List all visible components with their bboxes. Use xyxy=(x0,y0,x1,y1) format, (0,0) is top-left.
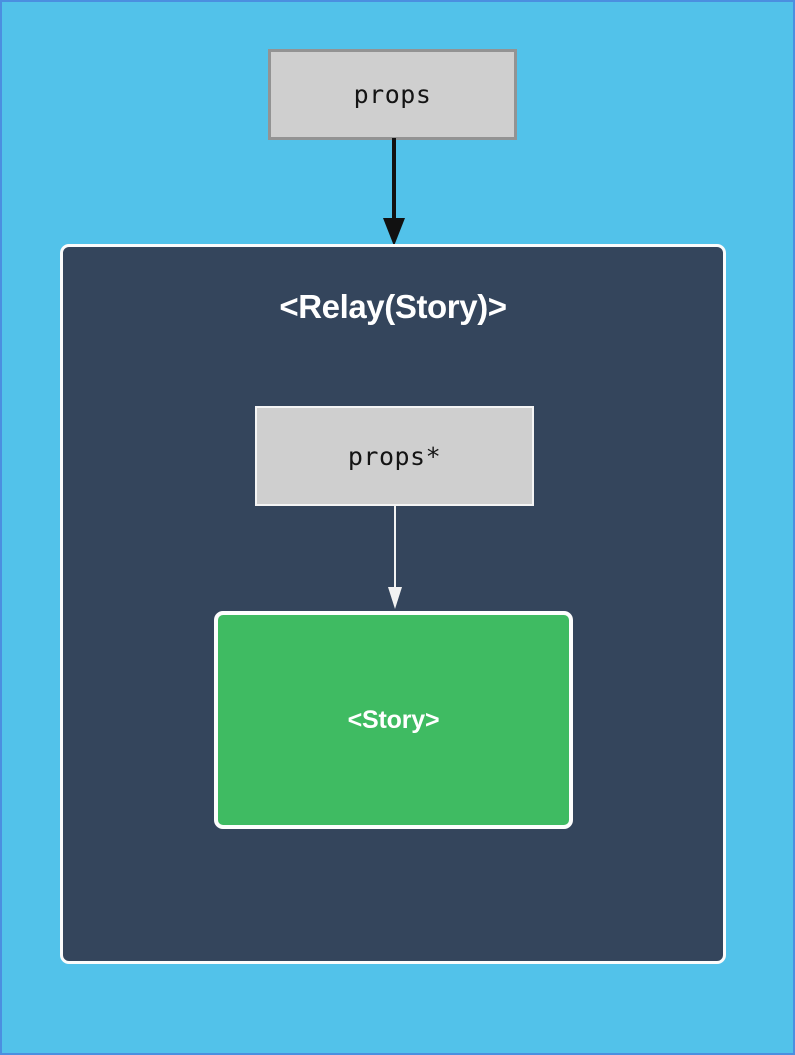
edge-props-to-relay-arrowhead xyxy=(383,218,405,246)
edge-innerprops-to-story-arrowhead xyxy=(388,587,402,609)
node-relay-story-container[interactable]: <Relay(Story)> props* <Story> xyxy=(60,244,726,964)
node-story[interactable]: <Story> xyxy=(214,611,573,829)
node-props-outer-label: props xyxy=(353,80,432,109)
node-story-label: <Story> xyxy=(347,705,440,734)
edge-props-to-relay xyxy=(383,138,405,246)
node-props-star[interactable]: props* xyxy=(255,406,534,506)
relay-story-title: <Relay(Story)> xyxy=(279,288,507,325)
node-props-star-label: props* xyxy=(347,441,442,471)
node-props-outer[interactable]: props xyxy=(268,49,517,140)
edge-innerprops-to-story xyxy=(388,505,402,609)
